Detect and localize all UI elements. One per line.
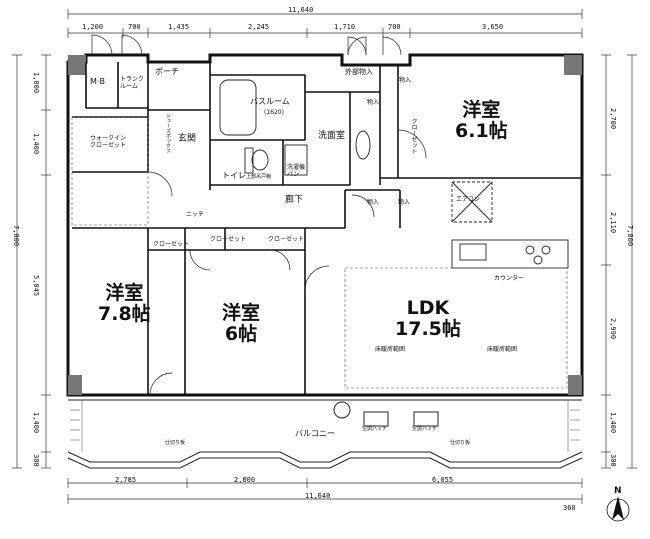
label-aircon-hatch: 空調ハッチ [362,426,388,432]
dim-right-total: 7,800 [626,225,634,247]
exterior-walls [66,53,584,397]
dim-bottom-seg: 2,785 [115,476,137,484]
label-floor-heating: 床暖房範囲 [487,346,518,353]
dim-top-seg: 1,435 [168,23,190,31]
dim-bottom-seg: 2,800 [234,476,256,484]
room-western-2: 洋室 7.8帖 [98,283,151,325]
dim-corner: 360 [563,504,576,512]
label-floor-heating: 床暖房範囲 [375,346,406,353]
label-aircon-hatch: 空調ハッチ [412,426,438,432]
label-storage: 物入 [398,199,411,206]
interior-walls [72,62,582,395]
dimension-lines [12,9,637,504]
dim-top-seg: 1,200 [82,23,104,31]
dim-right-seg: 2,990 [609,318,617,340]
label-storage: 物入 [367,199,380,206]
label-bath-size: (1620) [264,109,284,116]
dim-top-seg: 3,650 [482,23,504,31]
dim-right-seg: 1,400 [609,412,617,434]
room-name: 洋室 [222,302,261,324]
label-storage: 物入 [399,77,412,84]
label-hallway: 廊下 [285,195,304,205]
label-kitchen-counter: カウンター [494,275,525,282]
dim-top-total: 11,640 [288,6,314,14]
label-ac-unit: エアコン [456,196,481,203]
dim-top-seg: 700 [388,23,401,31]
balcony-hatching [70,400,580,452]
room-ldk: LDK 17.5帖 [395,298,461,340]
dim-left-seg: 1,400 [32,133,40,155]
dim-bottom-total: 11,640 [305,492,331,500]
label-bathroom: バスルーム [250,97,290,106]
label-outer-storage: 外部物入 [345,68,373,76]
room-name: LDK [406,297,450,319]
room-name: 洋室 [105,282,144,304]
room-western-1: 洋室 6.1帖 [455,100,508,142]
compass-north-label: N [614,486,622,496]
compass-icon [606,496,630,522]
room-size: 17.5帖 [395,317,461,340]
label-toilet: トイレ [222,171,246,180]
dim-top-seg: 700 [128,23,141,31]
dim-top-seg: 2,245 [248,23,270,31]
dim-left-total: 7,800 [12,225,20,247]
label-entrance: 玄関 [178,134,197,144]
label-storage: 物入 [367,99,380,106]
room-western-3: 洋室 6帖 [222,303,260,345]
door-swings [91,34,427,396]
dim-right-seg: 2,110 [609,212,617,234]
label-walk-in-closet: ウォークイン クローゼット [90,135,127,150]
label-partition: 仕切り板 [165,440,186,446]
dim-left-seg: 1,400 [32,412,40,434]
label-closet: クローゼット [410,118,417,154]
label-niche: ニッチ [186,211,205,218]
label-toilet-note: 上部吊戸棚 [246,174,272,180]
dim-left-seg: 5,045 [32,275,40,297]
dim-left-seg: 300 [32,454,40,467]
room-size: 6帖 [224,322,258,345]
label-partition: 仕切り板 [450,440,471,446]
room-size: 7.8帖 [98,302,151,325]
dim-right-seg: 2,700 [609,108,617,130]
label-closet: クローゼット [153,241,190,248]
label-closet: クローゼット [210,236,247,243]
label-porch: ポーチ [155,67,179,76]
dim-left-seg: 1,000 [32,72,40,94]
label-trunk-room: トランク ルーム [120,76,145,91]
dim-top-seg: 1,710 [334,23,356,31]
floor-heating-area [71,116,568,389]
label-balcony: バルコニー [295,429,335,438]
label-laundry: 洗濯機 パン [287,164,306,179]
balcony [67,399,583,469]
structural-columns [68,55,582,395]
room-size: 6.1帖 [455,119,508,142]
label-mb: M·B [90,77,105,86]
room-name: 洋室 [462,99,501,121]
dim-bottom-seg: 6,055 [432,476,454,484]
label-shoes-closet: シューズボックス [165,113,171,153]
label-closet: クローゼット [268,236,305,243]
dim-right-seg: 300 [609,454,617,467]
label-washroom: 洗面室 [318,131,346,141]
